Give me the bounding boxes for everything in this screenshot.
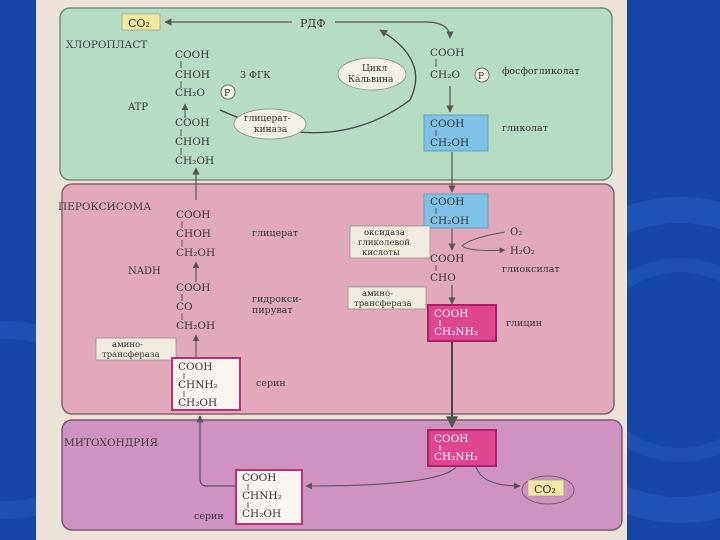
serine-box-peroxisome	[171, 357, 241, 411]
phosphoglycolate-ch2o: CH₂O	[430, 69, 460, 81]
serine-peroxisome-label: серин	[256, 378, 286, 389]
glycolate-p-cooh: COOH	[430, 196, 464, 208]
serine-p-ch2oh: CH₂OH	[178, 397, 217, 409]
hydroxypyruvate-ch2oh: CH₂OH	[176, 320, 215, 332]
arrow-o2-to-h2o2	[461, 231, 506, 254]
glycolate-p-ch2oh: CH₂OH	[430, 215, 469, 227]
serine-box-mitochondrion	[235, 469, 303, 525]
calvin-cycle-line2: Кальвина	[348, 75, 394, 85]
glyoxylate-label: глиоксилат	[502, 264, 560, 275]
hydroxypyruvate-line2: пируват	[252, 305, 293, 316]
glycine-box-peroxisome	[427, 304, 497, 342]
serine-p-chnh2: CHNH₂	[178, 379, 218, 391]
arrow-glycine-to-co2	[475, 466, 521, 490]
phosphoglycolate-molecule: COOH CH₂O P	[430, 47, 490, 83]
glyoxylate-molecule: COOH CHO	[430, 253, 464, 284]
glycine-label: глицин	[506, 318, 542, 329]
glycerate-chloroplast-molecule: COOH CHOH CH₂OH	[175, 117, 214, 167]
glycerate-peroxisome-molecule: COOH CHOH CH₂OH	[176, 209, 215, 259]
phosphoglycolate-label: фосфогликолат	[502, 66, 580, 77]
glycine-box-mitochondrion	[427, 429, 497, 467]
rdf-label: РДФ	[300, 17, 325, 30]
phosphate-label: P	[224, 89, 230, 99]
glyoxylate-cooh: COOH	[430, 253, 464, 265]
glycerate-c-ch2oh: CH₂OH	[175, 155, 214, 167]
nadh-label: NADH	[128, 266, 161, 277]
glycolate-oxidase-line1: оксидаза	[364, 228, 405, 238]
serine-p-cooh: COOH	[178, 361, 212, 373]
phosphate-label: P	[478, 72, 484, 82]
o2-label: O₂	[510, 227, 522, 238]
hydroxypyruvate-co: CO	[176, 301, 193, 313]
chloroplast-compartment	[59, 7, 613, 181]
glycolate-oxidase-line3: кислоты	[362, 248, 400, 258]
atp-label: ATP	[127, 102, 148, 113]
serine-m-cooh: COOH	[242, 472, 276, 484]
co2-mito-label: CO₂	[534, 483, 556, 496]
co2-box	[121, 13, 161, 31]
hydroxypyruvate-line1: гидрокси-	[252, 294, 302, 305]
arrow-glycine-to-serine-mito	[305, 466, 457, 490]
pga-molecule: COOH CHOH CH₂O P	[175, 49, 236, 100]
glycerate-label: глицерат	[252, 228, 298, 239]
pga-choh: CHOH	[175, 69, 210, 81]
aminotransferase-left-box	[95, 337, 177, 361]
glycerate-c-cooh: COOH	[175, 117, 209, 129]
chloroplast-label: ХЛОРОПЛАСТ	[66, 39, 147, 51]
peroxisome-label: ПЕРОКСИСОМА	[58, 201, 151, 213]
glycerate-p-choh: CHOH	[176, 228, 211, 240]
glycerate-kinase-line1: глицерат-	[244, 114, 291, 124]
glycolate-oxidase-line2: гликолевой	[358, 238, 410, 248]
co2-label: CO₂	[128, 17, 150, 30]
mitochondrion-label: МИТОХОНДРИЯ	[64, 437, 158, 449]
co2-mito-box	[527, 479, 565, 497]
peroxisome-compartment	[61, 183, 615, 415]
glycolate-chloroplast-label: гликолат	[502, 123, 548, 134]
aminotransferase-right-line2: трансфераза	[354, 299, 412, 309]
aminotransferase-right-box	[347, 286, 427, 310]
phosphate-circle	[220, 84, 236, 100]
glycolate-oxidase-box	[349, 225, 431, 259]
glycolate-box-peroxisome	[423, 193, 489, 229]
glyoxylate-cho: CHO	[430, 272, 456, 284]
aminotransferase-right-line1: амино-	[362, 289, 393, 299]
serine-m-chnh2: CHNH₂	[242, 490, 282, 502]
glycolate-c-ch2oh: CH₂OH	[430, 137, 469, 149]
serine-mitochondrion-label: серин	[194, 511, 224, 522]
pga-ch2o: CH₂O	[175, 87, 205, 99]
glycerate-p-cooh: COOH	[176, 209, 210, 221]
glycerate-p-ch2oh: CH₂OH	[176, 247, 215, 259]
arrow-rdf-to-phosphoglycolate	[335, 21, 454, 39]
arrow-serine-to-peroxisome	[196, 415, 236, 487]
glycine-p-ch2nh2: CH₂NH₂	[434, 326, 478, 338]
hydroxypyruvate-cooh: COOH	[176, 282, 210, 294]
hydroxypyruvate-molecule: COOH CO CH₂OH	[176, 282, 215, 332]
glycine-m-ch2nh2: CH₂NH₂	[434, 451, 478, 463]
glycerate-kinase-bubble	[233, 108, 307, 140]
co2-release-bubble	[521, 475, 575, 505]
aminotransferase-left-line1: амино-	[112, 340, 143, 350]
glycolate-box-chloroplast	[423, 114, 489, 152]
glycerate-kinase-line2: киназа	[254, 125, 288, 135]
calvin-cycle-bubble	[337, 57, 407, 91]
phosphate-circle	[474, 67, 490, 83]
glycine-p-cooh: COOH	[434, 308, 468, 320]
serine-m-ch2oh: CH₂OH	[242, 508, 281, 520]
aminotransferase-left-line2: трансфераза	[102, 350, 160, 360]
calvin-cycle-line1: Цикл	[362, 64, 387, 74]
h2o2-label: H₂O₂	[510, 246, 535, 257]
pga-label: 3 ФГК	[240, 70, 271, 81]
pga-cooh: COOH	[175, 49, 209, 61]
glycine-m-cooh: COOH	[434, 433, 468, 445]
glycolate-c-cooh: COOH	[430, 118, 464, 130]
phosphoglycolate-cooh: COOH	[430, 47, 464, 59]
glycerate-c-choh: CHOH	[175, 136, 210, 148]
